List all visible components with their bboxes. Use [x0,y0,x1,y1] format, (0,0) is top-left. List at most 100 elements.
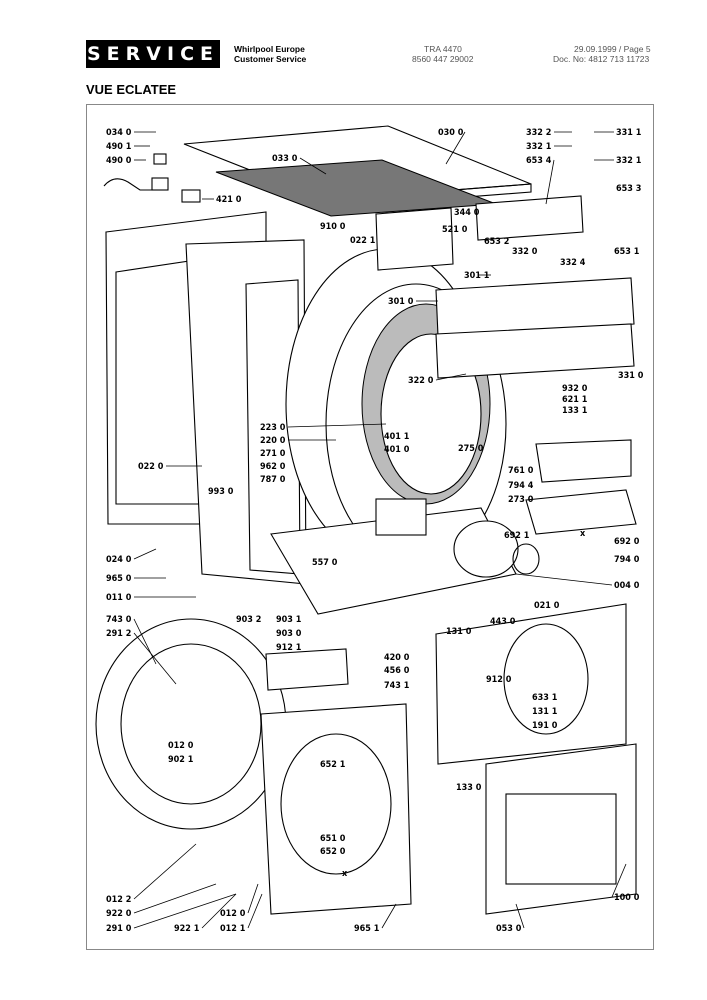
part-label: 131 0 [446,627,472,637]
leader-lines [133,131,627,929]
part-label: 653 1 [614,247,640,257]
part-label: 332 1 [526,142,552,152]
part-label: 653 4 [526,156,552,166]
exploded-view-diagram: 034 0 490 1 490 0 421 0 030 0 033 0 910 … [95,125,644,934]
parts-artwork [95,125,637,915]
part-label: 322 0 [408,376,434,386]
part-label: 021 0 [534,601,560,611]
panel-marker: x [342,869,348,879]
upper-bracket [375,207,454,271]
model-number: TRA 4470 [424,44,462,54]
part-label: 291 0 [106,924,132,934]
part-label: 401 0 [384,445,410,455]
part-label: 344 0 [454,208,480,218]
part-label: 030 0 [438,128,464,138]
part-label: 912 0 [486,675,512,685]
motor [375,498,427,536]
part-label: 022 1 [350,236,376,246]
part-label: 965 0 [106,574,132,584]
part-label: 022 0 [138,462,164,472]
part-label: 332 2 [526,128,551,138]
product-code: 8560 447 29002 [412,54,474,64]
part-label: 794 4 [508,481,534,491]
part-label: 912 1 [276,643,302,653]
part-label: 962 0 [260,462,286,472]
control-panel-front [435,277,635,337]
part-label: 743 1 [384,681,410,691]
filter-capacitor [181,189,201,203]
document-number: Doc. No: 4812 713 11723 [553,54,650,64]
part-label: 761 0 [508,466,534,476]
part-label: 271 0 [260,449,286,459]
part-label: 301 0 [388,297,414,307]
part-label: 922 0 [106,909,132,919]
part-label: 902 1 [168,755,194,765]
part-label: 034 0 [106,128,132,138]
part-label: 490 0 [106,156,132,166]
part-label: 332 4 [560,258,586,268]
part-label: 012 1 [220,924,246,934]
part-label: 012 0 [168,741,194,751]
part-label: 100 0 [614,893,640,903]
diagram-frame [86,104,654,950]
part-label: 401 1 [384,432,410,442]
part-label: 191 0 [532,721,558,731]
part-label: 331 0 [618,371,644,381]
rear-drum-plate [95,618,287,830]
part-label: 420 0 [384,653,410,663]
part-label: 787 0 [260,475,286,485]
part-label: 794 0 [614,555,640,565]
part-label: 004 0 [614,581,640,591]
part-label: 011 0 [106,593,132,603]
seal-ring [512,543,540,575]
part-number-labels: 034 0 490 1 490 0 421 0 030 0 033 0 910 … [106,128,644,934]
part-label: 903 2 [236,615,261,625]
part-label: 692 1 [504,531,530,541]
part-label: 903 1 [276,615,302,625]
part-label: 291 2 [106,629,131,639]
part-label: 922 1 [174,924,200,934]
panel-marker: x [580,529,586,539]
part-label: 653 2 [484,237,509,247]
part-label: 220 0 [260,436,286,446]
part-label: 490 1 [106,142,132,152]
part-label: 621 1 [562,395,588,405]
part-label: 633 1 [532,693,558,703]
part-label: 557 0 [312,558,338,568]
condenser-tray [525,489,637,535]
part-label: 443 0 [490,617,516,627]
part-label: 223 0 [260,423,286,433]
part-label: 521 0 [442,225,468,235]
part-label: 053 0 [496,924,522,934]
part-label: 273 0 [508,495,534,505]
part-label: 651 0 [320,834,346,844]
part-label: 024 0 [106,555,132,565]
part-label: 133 1 [562,406,588,416]
filter-frame [535,439,632,483]
part-label: 653 3 [616,184,641,194]
power-cord [103,178,160,191]
part-label: 301 1 [464,271,490,281]
motor-pulley-housing [453,520,519,578]
electronics-module [475,195,584,241]
part-label: 910 0 [320,222,346,232]
part-label: 456 0 [384,666,410,676]
part-label: 421 0 [216,195,242,205]
door [485,743,637,915]
date-page: 29.09.1999 / Page 5 [574,44,651,54]
part-label: 692 0 [614,537,640,547]
part-label: 331 1 [616,128,642,138]
small-clip [153,153,167,165]
part-label: 332 1 [616,156,642,166]
part-label: 012 2 [106,895,131,905]
service-banner: SERVICE [86,40,220,68]
fan-housing [260,703,412,915]
part-label: 275 0 [458,444,484,454]
part-label: 033 0 [272,154,298,164]
part-label: 012 0 [220,909,246,919]
part-label: 932 0 [562,384,588,394]
part-label: 993 0 [208,487,234,497]
section-title: VUE ECLATEE [86,82,177,97]
part-label: 903 0 [276,629,302,639]
part-label: 131 1 [532,707,558,717]
